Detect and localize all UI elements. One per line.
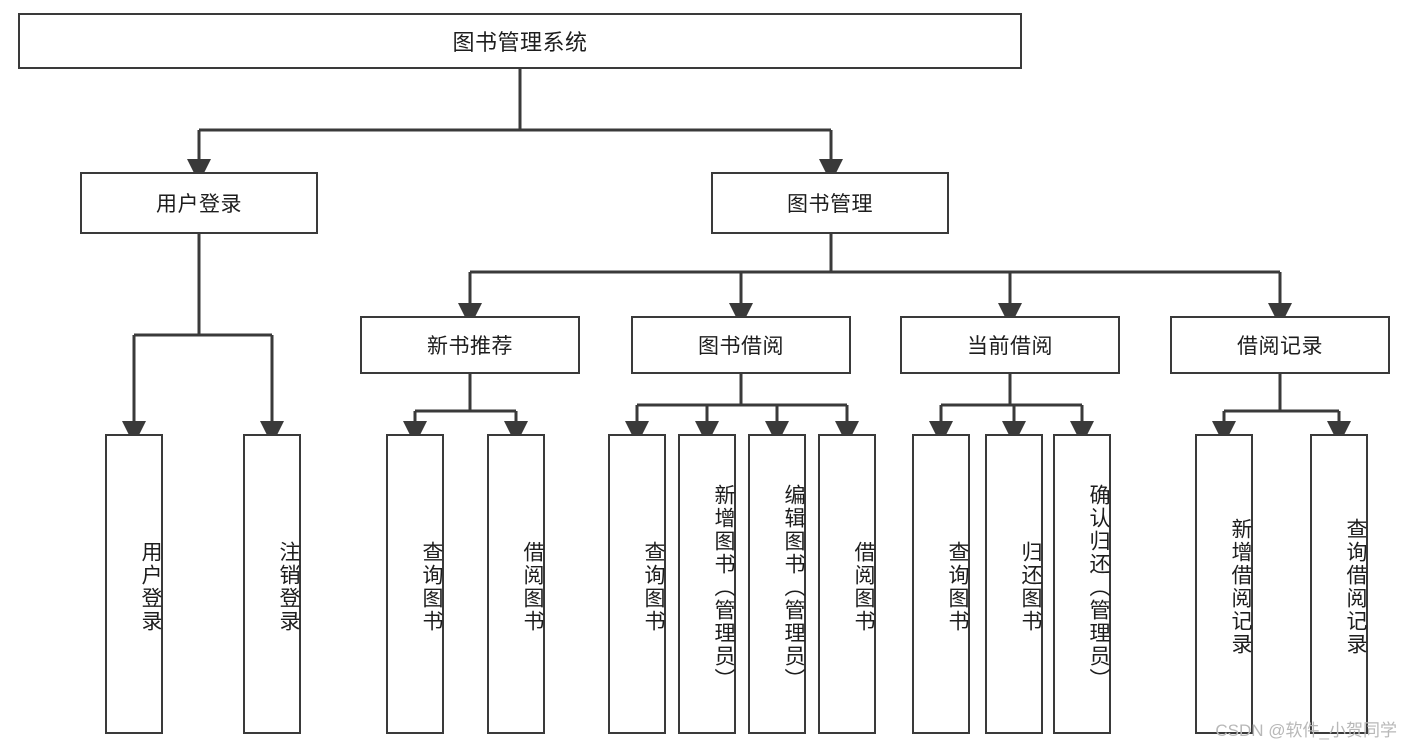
node-leaf-return-book[interactable]: 归还图书 [985, 434, 1043, 734]
node-leaf-borrow-book-recommend-label: 借阅图书 [521, 541, 544, 633]
node-leaf-borrow-book[interactable]: 借阅图书 [818, 434, 876, 734]
node-leaf-confirm-return-label: 确认归还（管理员） [1087, 483, 1110, 691]
node-leaf-user-login-label: 用户登录 [139, 541, 162, 633]
node-leaf-user-login[interactable]: 用户登录 [105, 434, 163, 734]
node-root-label: 图书管理系统 [452, 30, 588, 55]
node-leaf-return-book-label: 归还图书 [1019, 541, 1042, 633]
node-leaf-query-book-current[interactable]: 查询图书 [912, 434, 970, 734]
node-leaf-query-book-recommend[interactable]: 查询图书 [386, 434, 444, 734]
node-leaf-query-book-borrow-label: 查询图书 [642, 541, 665, 633]
node-new-book-recommend-label: 新书推荐 [427, 335, 513, 358]
node-book-borrow-label: 图书借阅 [698, 335, 784, 358]
node-borrow-record-label: 借阅记录 [1237, 335, 1323, 358]
node-leaf-add-borrow-record-label: 新增借阅记录 [1229, 518, 1252, 656]
node-leaf-user-logout-label: 注销登录 [277, 541, 300, 633]
node-current-borrow-label: 当前借阅 [967, 335, 1053, 358]
node-user-login[interactable]: 用户登录 [80, 172, 318, 234]
node-leaf-query-book-current-label: 查询图书 [946, 541, 969, 633]
node-user-login-label: 用户登录 [156, 193, 242, 216]
node-borrow-record[interactable]: 借阅记录 [1170, 316, 1390, 374]
node-leaf-user-logout[interactable]: 注销登录 [243, 434, 301, 734]
csdn-watermark: CSDN @软件_小贺同学 [1215, 721, 1397, 740]
node-leaf-confirm-return[interactable]: 确认归还（管理员） [1053, 434, 1111, 734]
node-leaf-borrow-book-recommend[interactable]: 借阅图书 [487, 434, 545, 734]
node-leaf-add-book-label: 新增图书（管理员） [712, 483, 735, 691]
node-leaf-query-book-borrow[interactable]: 查询图书 [608, 434, 666, 734]
node-leaf-edit-book-label: 编辑图书（管理员） [782, 483, 805, 691]
node-leaf-query-borrow-record-label: 查询借阅记录 [1344, 518, 1367, 656]
node-leaf-add-borrow-record[interactable]: 新增借阅记录 [1195, 434, 1253, 734]
node-leaf-borrow-book-label: 借阅图书 [852, 541, 875, 633]
node-leaf-query-borrow-record[interactable]: 查询借阅记录 [1310, 434, 1368, 734]
node-new-book-recommend[interactable]: 新书推荐 [360, 316, 580, 374]
node-root[interactable]: 图书管理系统 [18, 13, 1022, 69]
node-leaf-add-book[interactable]: 新增图书（管理员） [678, 434, 736, 734]
node-current-borrow[interactable]: 当前借阅 [900, 316, 1120, 374]
node-leaf-query-book-recommend-label: 查询图书 [420, 541, 443, 633]
node-book-borrow[interactable]: 图书借阅 [631, 316, 851, 374]
node-leaf-edit-book[interactable]: 编辑图书（管理员） [748, 434, 806, 734]
node-book-manage-label: 图书管理 [787, 193, 873, 216]
node-book-manage[interactable]: 图书管理 [711, 172, 949, 234]
